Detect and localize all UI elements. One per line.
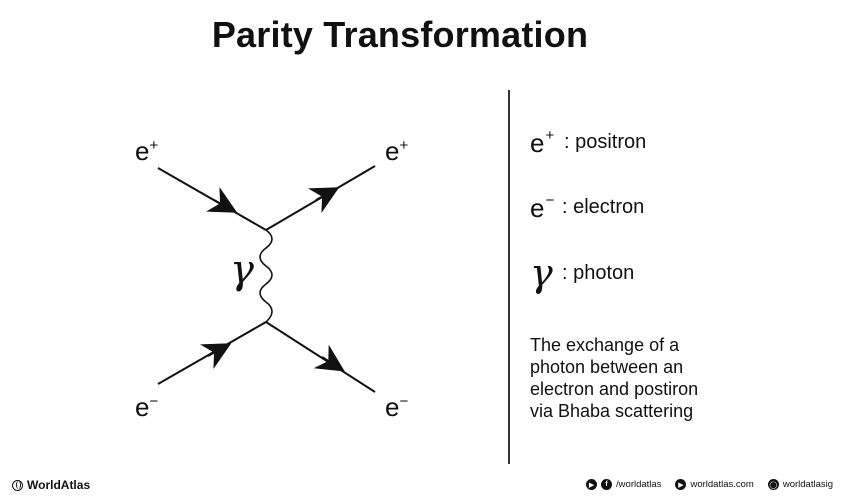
arrow-outgoing-positron [308,187,340,213]
legend-electron-label: : electron [562,196,645,218]
globe-icon [12,479,23,491]
caption-line: electron and postiron [530,379,699,399]
facebook-icon[interactable]: f [601,479,613,490]
caption-line: photon between an [530,357,684,377]
website-label[interactable]: worldatlas.com [690,479,754,490]
positron-symbol: e+ [530,127,555,158]
incoming-positron-line [157,167,267,231]
label-top-left: e+ [135,136,158,166]
social-handle-label[interactable]: /worldatlas [616,479,662,490]
label-bottom-right: e− [385,392,408,422]
arrow-outgoing-electron [313,344,345,372]
caption: The exchange of a photon between an elec… [530,334,750,422]
play-icon[interactable]: ▶ [675,479,687,490]
outgoing-electron-line [265,321,376,393]
legend-positron-label: : positron [564,131,647,153]
caption-line: via Bhaba scattering [530,401,694,421]
legend-photon-label: : photon [562,262,635,284]
brand-name: WorldAtlas [27,478,91,492]
photon-symbol: γ [530,251,553,295]
label-photon: γ [230,247,254,293]
label-bottom-left: e− [135,392,158,422]
photon-propagator [259,229,273,323]
electron-symbol: e− [530,192,555,223]
brand-logo[interactable]: WorldAtlas [12,478,90,492]
label-top-right: e+ [385,136,408,166]
youtube-icon[interactable]: ▶ [586,479,598,490]
social-links: ▶ f /worldatlas ▶ worldatlas.com ◯ world… [586,479,833,490]
arrow-incoming-electron [200,343,232,369]
page-title: Parity Transformation [211,14,589,55]
instagram-icon[interactable]: ◯ [767,479,779,490]
instagram-label[interactable]: worldatlasig [782,479,833,490]
divider [508,90,510,464]
arrow-incoming-positron [206,187,238,213]
caption-line: The exchange of a [530,335,680,355]
